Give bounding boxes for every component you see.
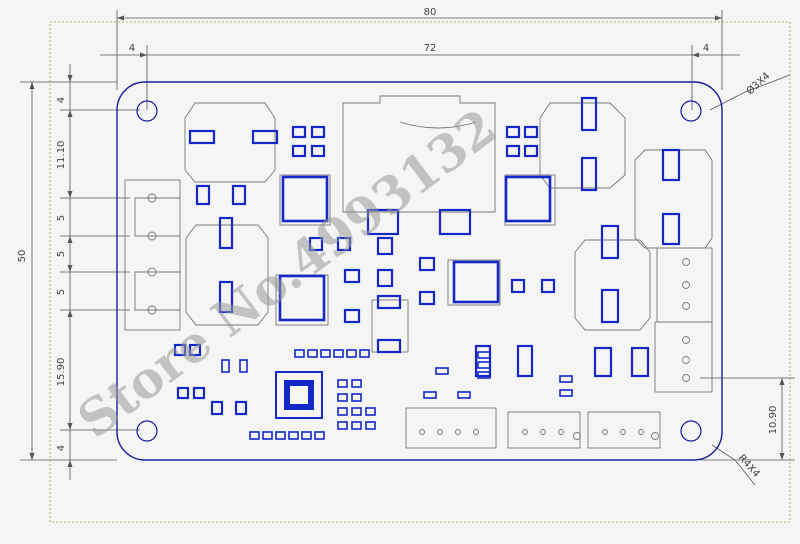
qfn-chip xyxy=(275,371,323,419)
dimension-arrows xyxy=(29,15,785,467)
left-connector-body xyxy=(124,179,181,331)
board-outline xyxy=(116,81,723,461)
mount-hole-bottom-right xyxy=(680,420,702,442)
dim-right-margin: 4 xyxy=(703,43,709,54)
resistor-arrays xyxy=(221,349,573,440)
components xyxy=(173,96,681,416)
capacitor-right-lower xyxy=(574,239,651,331)
dim-pitch-c: 5 xyxy=(56,289,67,295)
dim-offset-15-90: 15.90 xyxy=(56,358,67,387)
bottom-connector-2 xyxy=(507,411,581,449)
frame-border xyxy=(49,21,791,523)
dim-offset-11-10: 11.10 xyxy=(56,141,67,170)
dim-top-hole-offset: 4 xyxy=(56,97,67,103)
capacitor-top-right xyxy=(539,102,626,189)
mount-hole-top-right xyxy=(680,100,702,122)
mount-hole-bottom-left xyxy=(136,420,158,442)
bottom-connector-1 xyxy=(405,407,497,449)
dim-left-margin: 4 xyxy=(129,43,135,54)
footprints xyxy=(124,95,713,449)
inductor-top-left xyxy=(184,102,276,183)
dim-pitch-a: 5 xyxy=(56,215,67,221)
dimension-lines xyxy=(20,10,795,486)
dim-inner-width: 72 xyxy=(424,43,437,54)
capacitor-right xyxy=(634,149,713,249)
dim-overall-width: 80 xyxy=(424,7,437,18)
dim-overall-height: 50 xyxy=(17,250,28,263)
dim-bottom-hole-offset: 4 xyxy=(56,445,67,451)
mounting-holes xyxy=(136,100,702,442)
bottom-connector-3 xyxy=(587,411,661,449)
mount-hole-top-left xyxy=(136,100,158,122)
battery-holder xyxy=(342,95,496,213)
dim-right-offset-10-90: 10.90 xyxy=(768,406,779,435)
inductor-left-middle xyxy=(185,224,269,326)
dim-pitch-b: 5 xyxy=(56,251,67,257)
